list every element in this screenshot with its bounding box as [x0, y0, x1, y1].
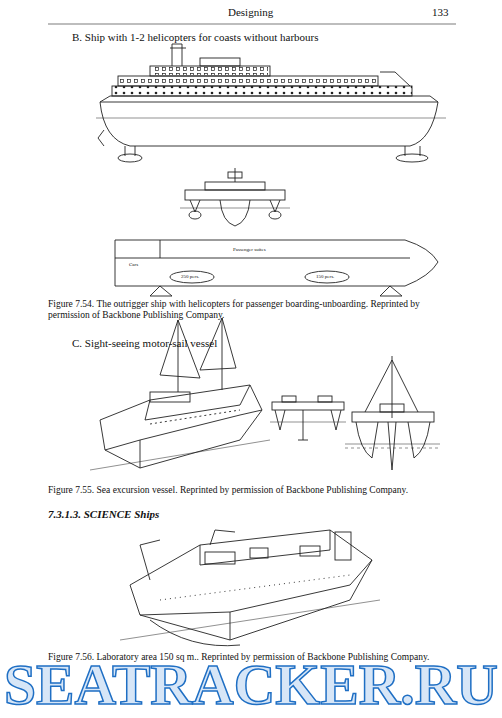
ship-side-view: [96, 44, 446, 162]
ship-plan-view: [115, 240, 438, 296]
watermark: SEATRACKER.RU: [4, 656, 498, 714]
science-ship-perspective: [120, 530, 380, 646]
excursion-vessel-front: [345, 356, 440, 470]
running-head: Designing: [228, 6, 273, 19]
section-heading: B. Ship with 1-2 helicopters for coasts …: [72, 31, 319, 44]
figure-caption: Figure 7.55. Sea excursion vessel. Repri…: [48, 485, 456, 496]
section-heading: C. Sight-seeing motor-sail vessel: [72, 337, 217, 350]
page-number: 133: [432, 6, 449, 19]
part-label: Passenger suites: [232, 247, 267, 253]
figure-caption: Figure 7.56. Laboratory area 150 sq m.. …: [48, 652, 468, 663]
part-label: 250 pers.: [180, 274, 200, 280]
ship-cross-section: [180, 168, 290, 226]
header-rule: [48, 24, 456, 25]
part-label: Cars: [128, 262, 139, 268]
subsection-heading: 7.3.1.3. SCIENCE Ships: [48, 508, 159, 521]
excursion-vessel-section: [270, 396, 346, 440]
figure-caption: Figure 7.54. The outrigger ship with hel…: [48, 299, 456, 322]
part-label: 150 pers.: [315, 274, 335, 280]
